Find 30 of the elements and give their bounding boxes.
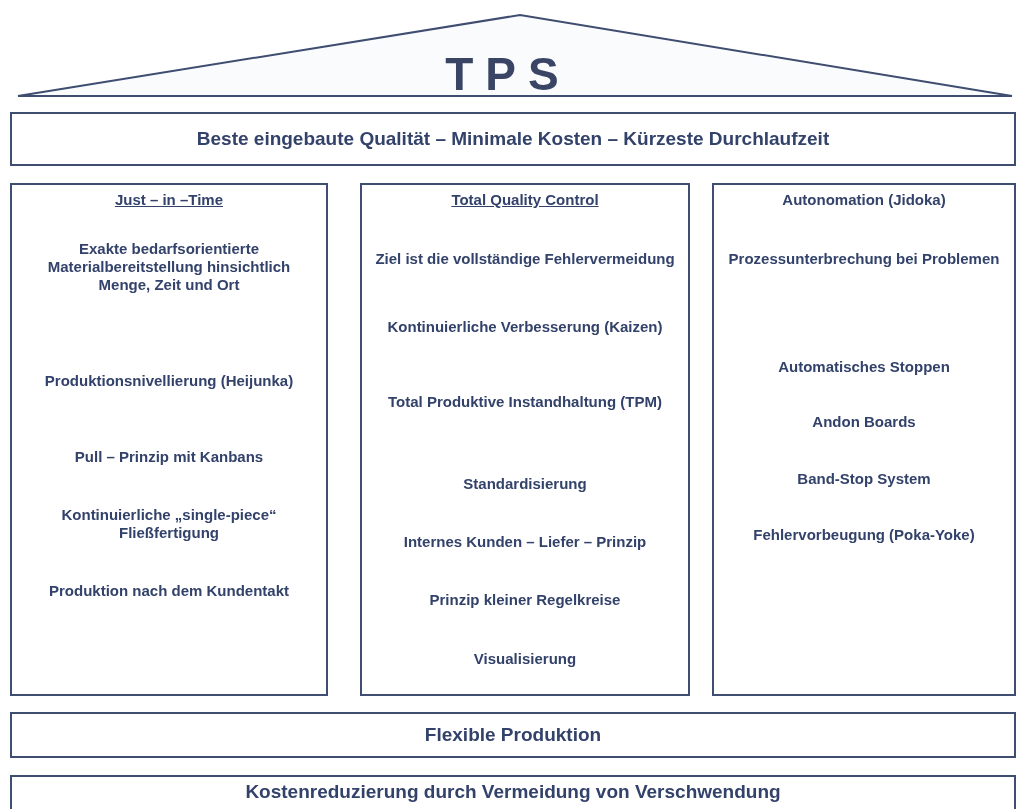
item-text: Band-Stop System — [797, 470, 931, 488]
item-text: Produktionsnivellierung (Heijunka) — [44, 372, 294, 390]
item-text: Prinzip kleiner Regelkreise — [429, 591, 621, 609]
pillar-heading: Autonomation (Jidoka) — [782, 191, 946, 209]
pillar-box — [712, 183, 1016, 696]
band-text: Kostenreduzierung durch Vermeidung von Verschwendung — [245, 781, 781, 803]
pillar-box — [360, 183, 690, 696]
item-text: Standardisierung — [463, 475, 587, 493]
item-text: Prozessunterbrechung bei Problemen — [728, 250, 1000, 268]
goal-band — [10, 112, 1016, 166]
pillar-heading: Total Quality Control — [451, 191, 599, 209]
item-text: Ziel ist die vollständige Fehlervermeidung — [375, 250, 675, 268]
pillar-heading: Just – in –Time — [114, 191, 224, 209]
pillar-box — [10, 183, 328, 696]
item-text: Automatisches Stoppen — [778, 358, 950, 376]
item-text: Internes Kunden – Liefer – Prinzip — [403, 533, 647, 551]
item-text: Andon Boards — [812, 413, 916, 431]
title-text: TPS — [445, 50, 571, 99]
foundation-band — [10, 712, 1016, 758]
item-text: Fehlervorbeugung (Poka-Yoke) — [753, 526, 975, 544]
band-text: Flexible Produktion — [424, 724, 602, 746]
item-text: Exakte bedarfsorientierte Materialbereitstellung hinsichtlich Menge, Zeit und Ort — [46, 240, 292, 294]
base-band — [10, 775, 1016, 809]
item-text: Total Produktive Instandhaltung (TPM) — [388, 393, 662, 411]
band-text: Beste eingebaute Qualität – Minimale Kosten – Kürzeste Durchlaufzeit — [196, 128, 830, 150]
item-text: Kontinuierliche „single-piece“ Fließfertigung — [60, 506, 278, 542]
item-text: Pull – Prinzip mit Kanbans — [74, 448, 264, 466]
item-text: Kontinuierliche Verbesserung (Kaizen) — [387, 318, 663, 336]
item-text: Visualisierung — [473, 650, 577, 668]
item-text: Produktion nach dem Kundentakt — [49, 582, 289, 600]
